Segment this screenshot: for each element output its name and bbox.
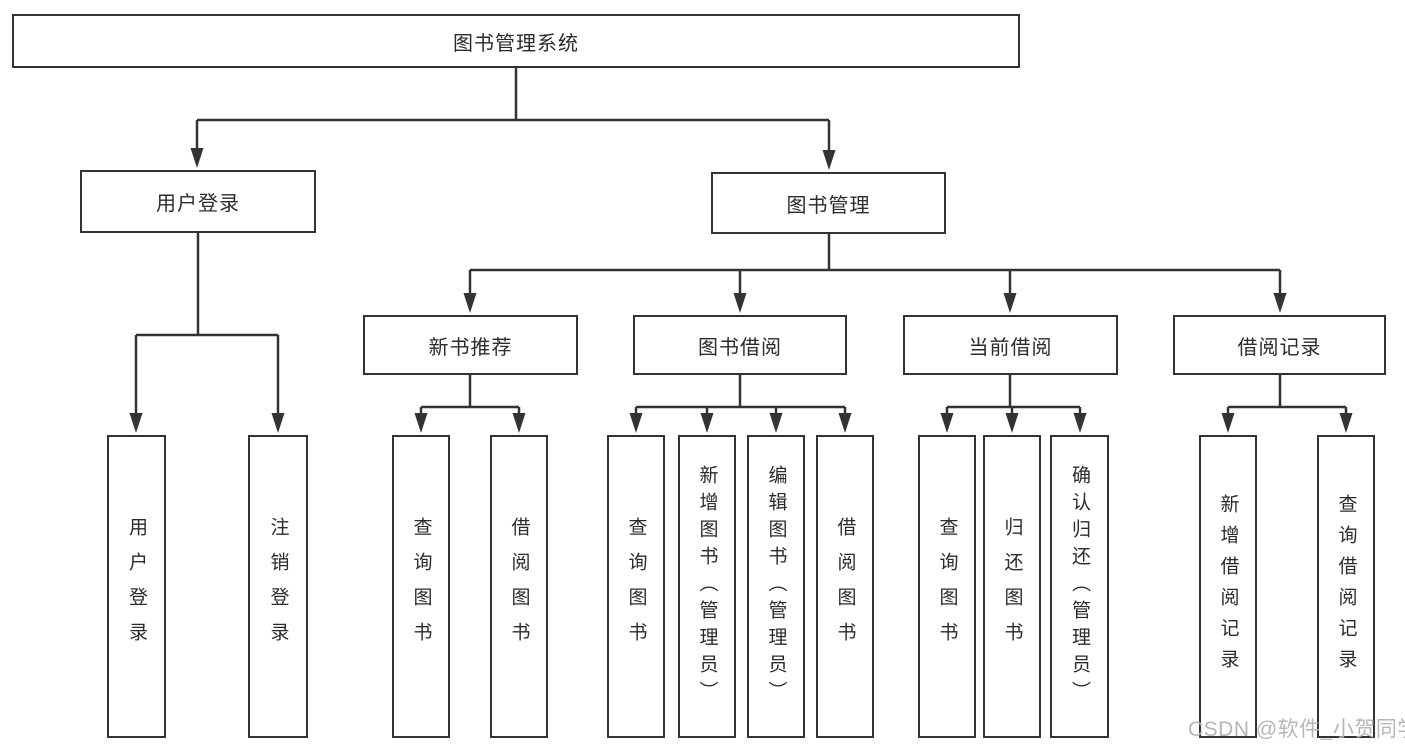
leaf-query-books-3: 查询图书 (918, 435, 976, 738)
leaf-confirm-return-admin: 确认归还（管理员） (1050, 435, 1109, 738)
leaf-logout: 注销登录 (248, 435, 308, 738)
node-new-book-recommend: 新书推荐 (363, 315, 578, 375)
watermark: CSDN @软件_小贺同学 (1188, 718, 1405, 741)
node-user-login: 用户登录 (80, 170, 316, 233)
leaf-add-borrow-record: 新增借阅记录 (1199, 435, 1257, 738)
leaf-add-book-admin: 新增图书（管理员） (678, 435, 736, 738)
leaf-borrow-books-2: 借阅图书 (816, 435, 874, 738)
node-borrow-records: 借阅记录 (1173, 315, 1386, 375)
leaf-query-books-2: 查询图书 (607, 435, 665, 738)
leaf-user-login: 用户登录 (107, 435, 166, 738)
leaf-edit-book-admin: 编辑图书（管理员） (747, 435, 805, 738)
leaf-query-books-1: 查询图书 (392, 435, 450, 738)
node-book-management: 图书管理 (711, 172, 946, 234)
leaf-query-borrow-record: 查询借阅记录 (1317, 435, 1375, 738)
node-book-borrow: 图书借阅 (633, 315, 847, 375)
leaf-return-book: 归还图书 (983, 435, 1041, 738)
leaf-borrow-books-1: 借阅图书 (490, 435, 548, 738)
node-library-management-system: 图书管理系统 (12, 14, 1020, 68)
node-current-borrow: 当前借阅 (903, 315, 1118, 375)
